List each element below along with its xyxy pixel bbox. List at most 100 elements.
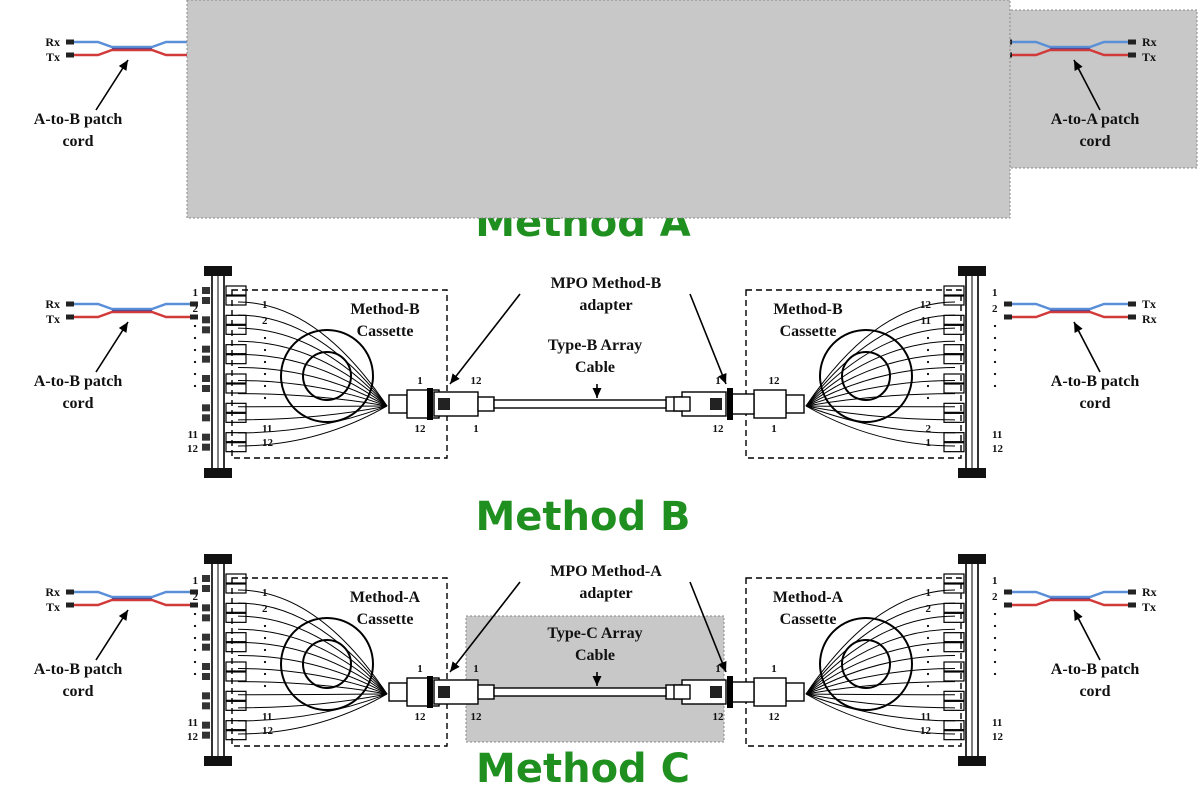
adapter-arrow-right [689,293,727,385]
mpo-boot [388,682,408,702]
right-cord-arrow [1073,59,1101,111]
port-number: 12 [187,731,199,743]
cassette-label-line: Cassette [780,323,837,340]
cord-connector [66,314,74,320]
right-cord-label-line: A-to-A patch [1051,111,1140,128]
fiber-number: 12 [262,725,274,737]
left-cord-label-line: cord [62,683,93,700]
method-panel-2: 121112121112121112Method-BCassette121121… [34,0,1157,540]
fiber-top [74,40,190,49]
port-dot [193,348,197,352]
port-adapter [225,324,247,335]
adapter-label-line: MPO Method-B [551,275,662,292]
port-adapter [225,344,247,355]
left-cord-label-line: A-to-B patch [34,111,123,128]
left-cord-label-line: cord [62,133,93,150]
port-dot [993,648,997,652]
cassette-label-line: Cassette [357,611,414,628]
cord-connector [1128,301,1136,307]
cable-label-line: Type-C Array [547,625,642,642]
mount-bracket [958,468,986,478]
cassette-label-line: Method-A [350,589,421,606]
shaded-region [186,0,1011,219]
port-dot [993,348,997,352]
fanout-fiber [237,589,388,695]
port-adapter [225,402,247,413]
mpo-key [710,686,722,698]
left-cord-label-line: A-to-B patch [34,373,123,390]
port-adapter [225,383,247,394]
fanout-fiber [237,327,388,407]
mount-bracket [958,266,986,276]
fanout-fiber [805,340,956,407]
port-dot [993,384,997,388]
trunk-connector-left [433,679,495,705]
port-adapter [225,690,247,701]
right-cord-label-line: cord [1079,395,1110,412]
mpo-boot [785,394,805,414]
left-cord-label-line: A-to-B patch [34,661,123,678]
port-plug [202,345,210,353]
fanout-fiber [237,693,388,735]
fanout-fiber [237,405,388,434]
fiber-number: 1 [926,437,932,449]
adapter-arrow-right [689,581,727,673]
port-adapter [225,412,247,423]
cassette-label-line: Method-B [773,301,843,318]
port-plug [202,614,210,622]
cord-connector [66,301,74,307]
port-adapter [225,295,247,306]
fiber-bottom [74,48,190,57]
fiber-number: 11 [262,423,272,435]
fiber-dot [926,672,930,676]
fiber-dot [263,336,267,340]
port-plug [202,297,210,304]
fiber-dot [926,384,930,388]
fiber-dot [926,624,930,628]
fanout-fiber [237,693,388,709]
cord-connector [1128,314,1136,320]
port-dot [193,636,197,640]
port-adapter [225,354,247,365]
fanout-fiber [237,693,388,722]
fanout-fiber [237,393,388,407]
fiber-number: 12 [262,437,274,449]
port-number: 12 [187,443,199,455]
right-cord-label-line: cord [1079,683,1110,700]
mpo-number: 12 [713,711,725,723]
port-plug [202,663,210,670]
port-dot [193,324,197,328]
fiber-top [1012,40,1128,49]
fiber-top [1012,302,1128,311]
fiber-dot [263,648,267,652]
port-adapter [943,295,965,306]
fiber-number: 11 [921,711,931,723]
fiber-top [74,302,190,311]
port-number: 1 [992,575,998,587]
cord-label-bottom: Tx [46,600,60,614]
port-adapter [225,661,247,672]
fanout-fiber [237,314,388,407]
fiber-number: 1 [262,299,268,311]
mpo-boot [785,682,805,702]
spool-hub [302,639,352,689]
port-number: 12 [992,443,1004,455]
fiber-dot [926,348,930,352]
trunk-boot [673,684,691,700]
fanout-fiber [805,353,956,407]
mpo-number: 12 [471,711,483,723]
port-dot [193,660,197,664]
fanout-fiber [237,681,388,695]
fanout-fiber [805,641,956,695]
port-number: 11 [992,429,1002,441]
fanout-fiber [237,380,388,407]
mpo-number: 1 [417,375,423,387]
port-plug [202,702,210,710]
mpo-body [753,389,787,419]
port-adapter [943,412,965,423]
fanout-fiber [805,693,956,735]
